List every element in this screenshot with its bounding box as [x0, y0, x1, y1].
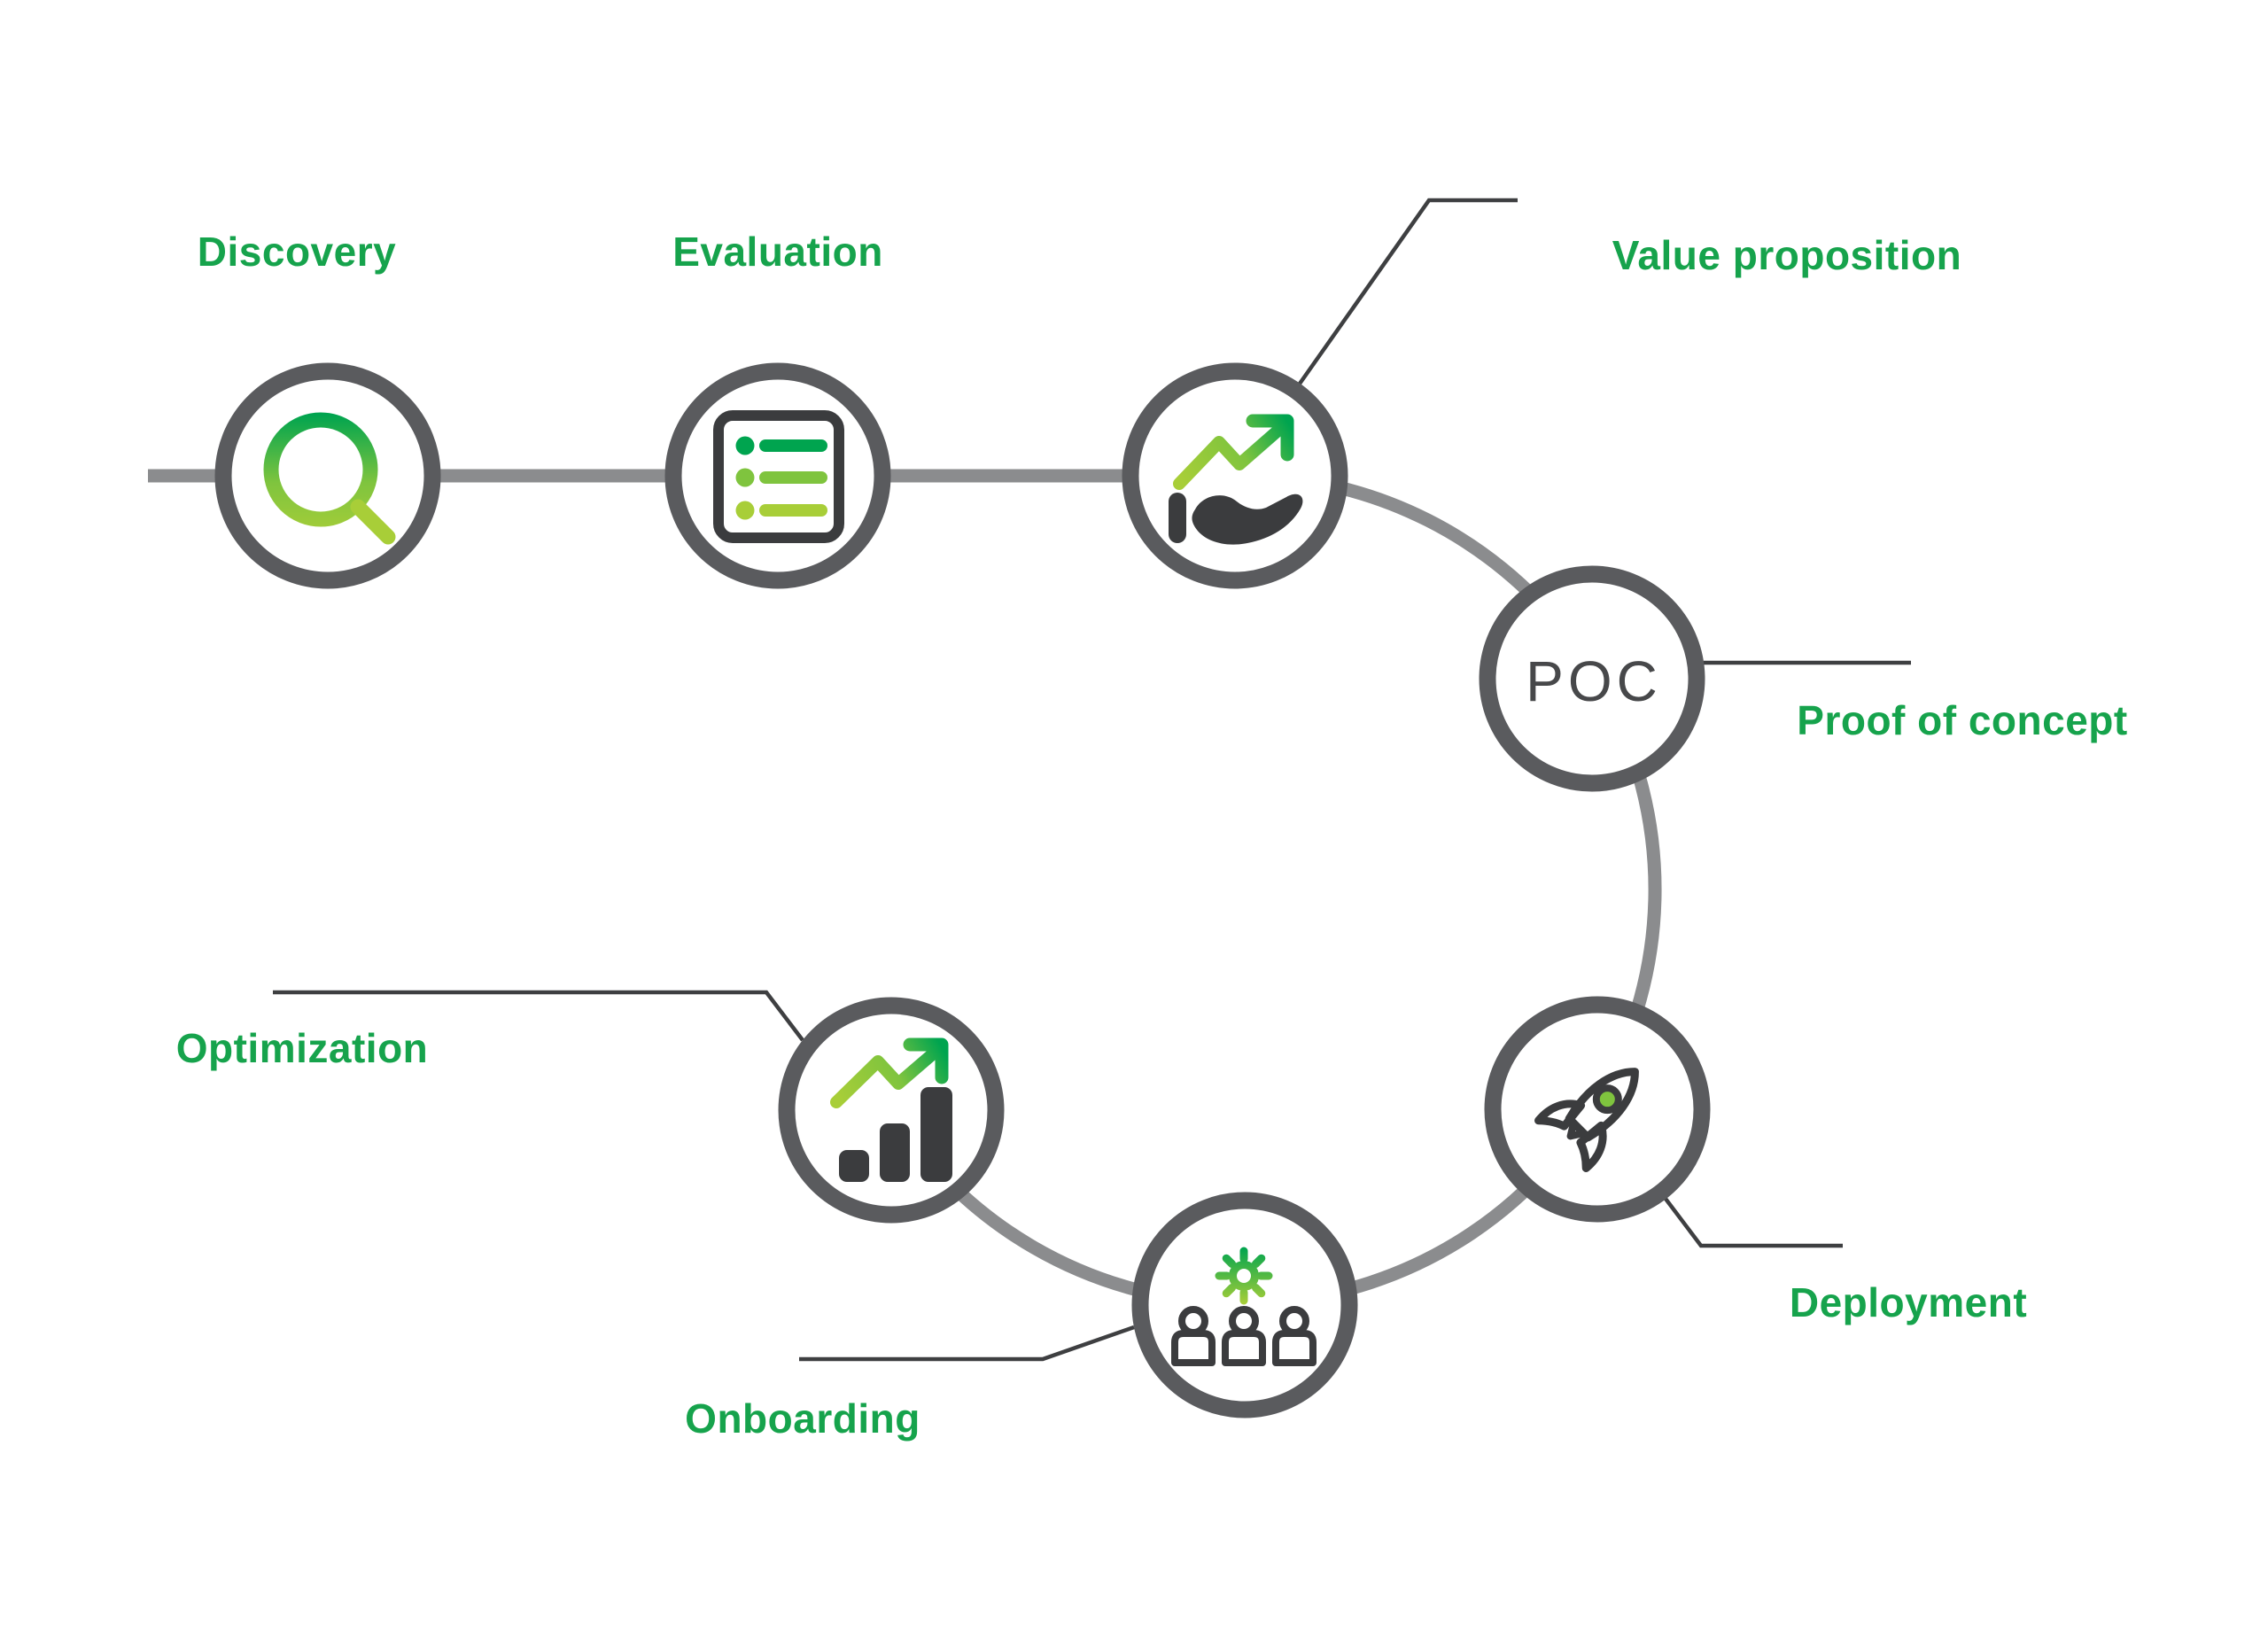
- node-label-discovery: Discovery: [197, 229, 397, 275]
- rocket-icon: [1534, 1068, 1639, 1172]
- bar-chart-growth-icon: [830, 1037, 952, 1182]
- node-label-proof-of-concept: Proof of concept: [1797, 697, 2128, 743]
- person-icon: [1222, 1306, 1266, 1366]
- callout-line-optimization: [273, 990, 804, 1042]
- callout-line-deployment: [1664, 1197, 1843, 1248]
- callout-line-value-proposition: [1298, 198, 1518, 385]
- person-icon: [1272, 1306, 1317, 1366]
- node-label-onboarding: Onboarding: [685, 1395, 920, 1442]
- node-label-value-proposition: Value proposition: [1612, 232, 1962, 278]
- node-badge-poc: POC: [1526, 649, 1662, 713]
- node-label-optimization: Optimization: [175, 1025, 429, 1071]
- team-gear-icon: [1171, 1247, 1317, 1366]
- gear-icon: [1215, 1247, 1273, 1305]
- node-label-deployment: Deployment: [1789, 1279, 2028, 1325]
- person-icon: [1171, 1306, 1216, 1366]
- node-label-evaluation: Evaluation: [672, 229, 883, 275]
- node-circle-optimization: [778, 997, 1005, 1224]
- callout-line-onboarding: [799, 1325, 1135, 1362]
- magnifier-icon: [263, 412, 396, 545]
- node-circle-discovery: [214, 362, 441, 589]
- growth-hand-icon: [1169, 414, 1303, 545]
- node-circle-onboarding: [1131, 1192, 1358, 1418]
- node-circle-value-proposition: [1122, 362, 1348, 589]
- checklist-icon: [713, 410, 844, 543]
- node-circle-poc: [1479, 565, 1705, 792]
